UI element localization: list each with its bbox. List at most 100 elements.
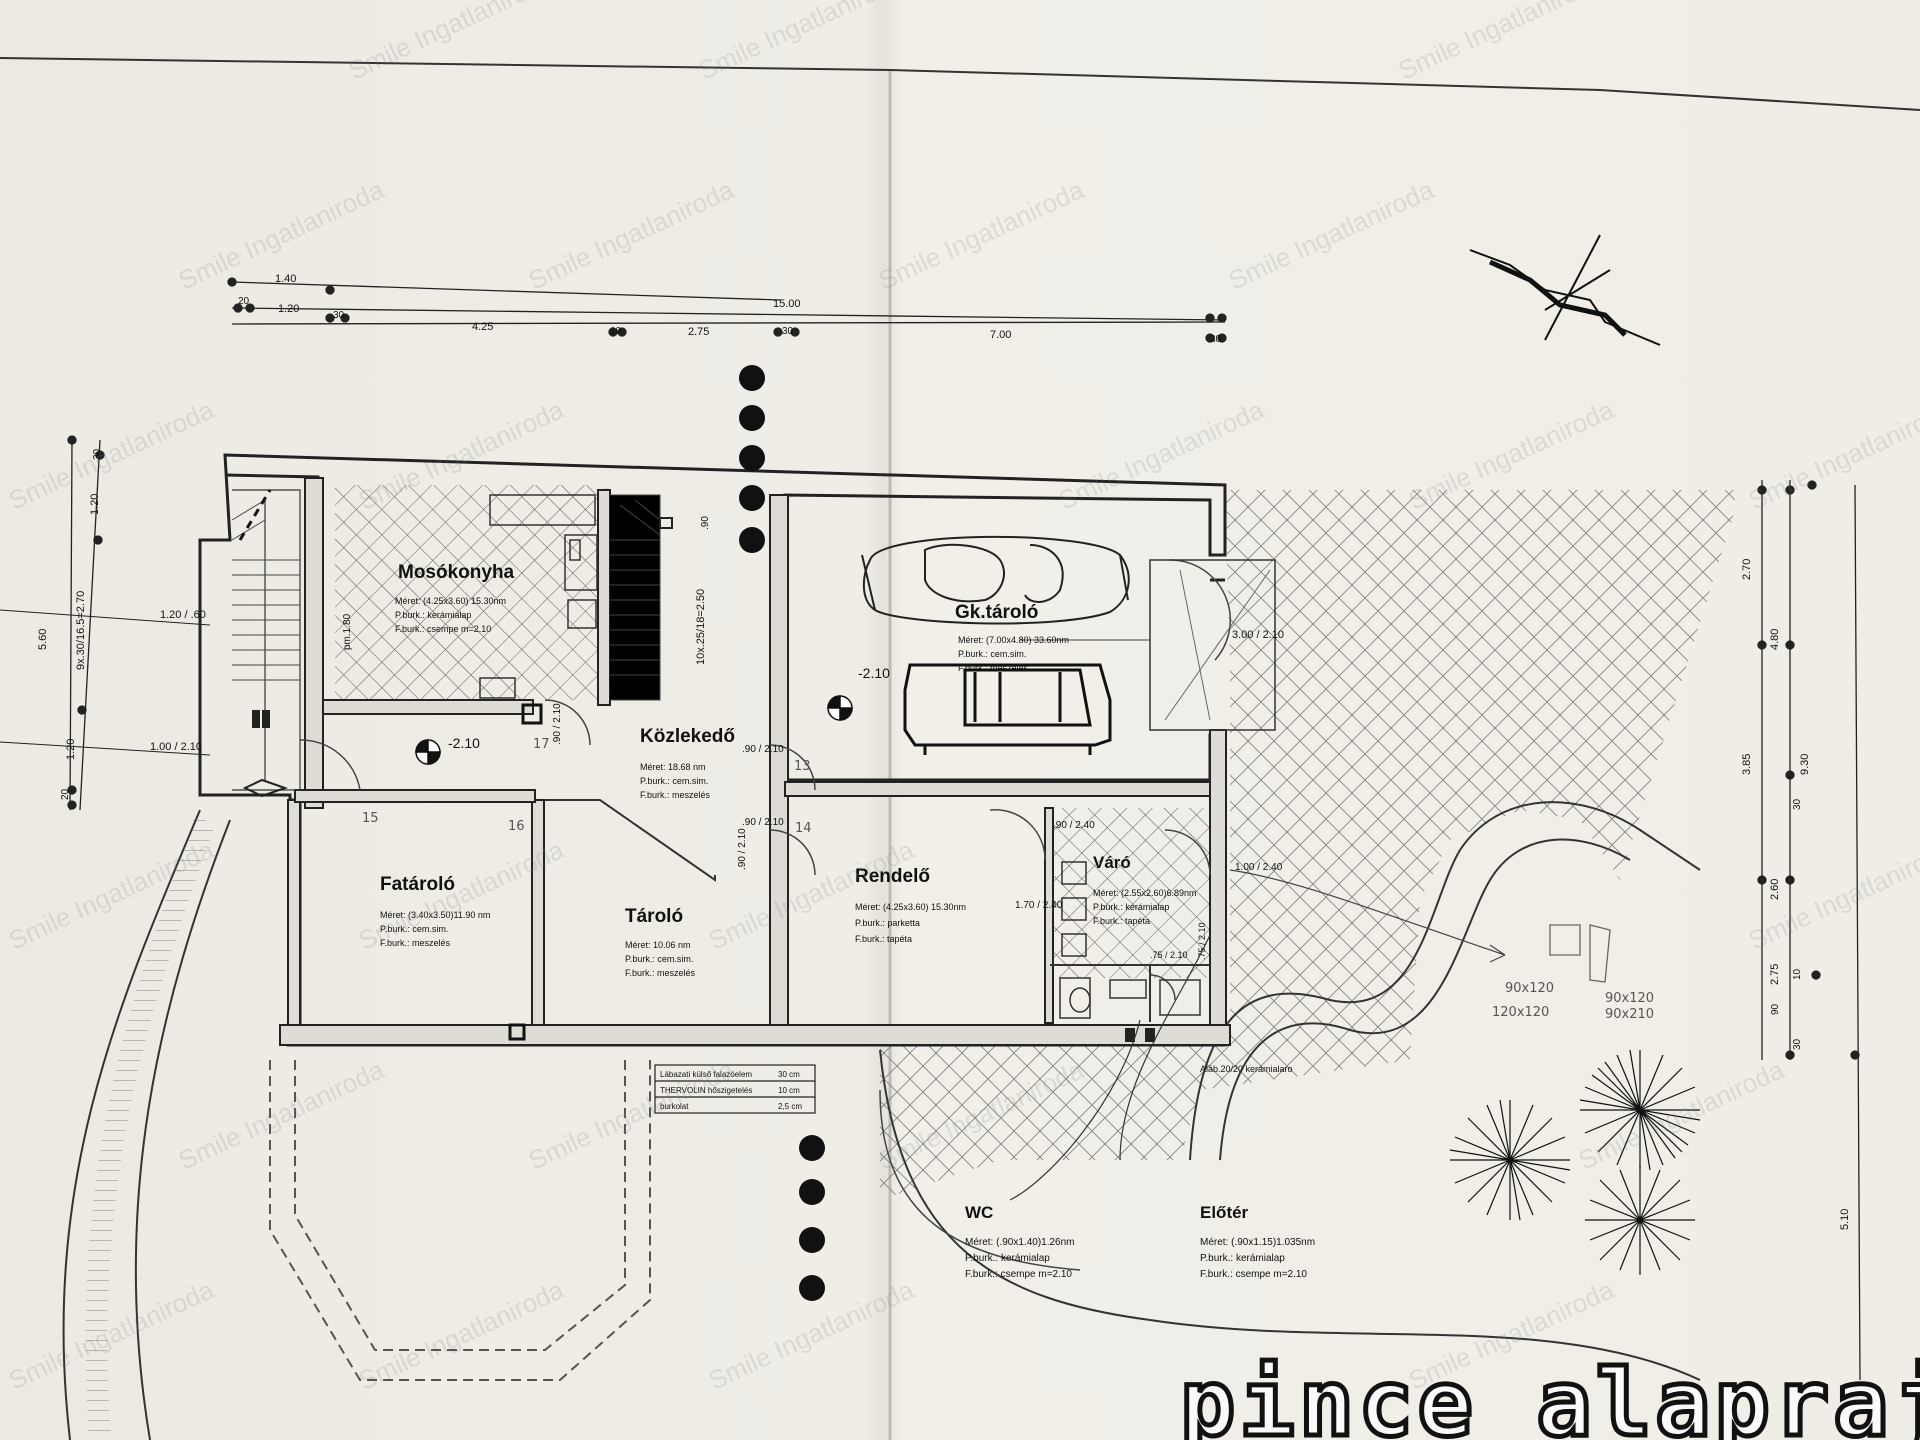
room-fburk-eloter: F.burk.: csempe m=2.10 xyxy=(1200,1269,1307,1280)
dim-right-11: 5.10 xyxy=(1839,1209,1851,1230)
opening-10: 3.00 / 2.10 xyxy=(1232,629,1284,641)
room-name-gk: Gk.tároló xyxy=(955,602,1038,623)
pencil-note-2: 90x120 xyxy=(1605,991,1654,1006)
opening-6: .90 / 2.10 xyxy=(737,828,748,870)
dim-top-h: 7.00 xyxy=(990,329,1011,341)
dim-right-5: 2.60 xyxy=(1769,879,1781,900)
room-size-rendelo: Méret: (4.25x3.60) 15.30nm xyxy=(855,902,966,912)
dim-right-3: 3.85 xyxy=(1741,754,1753,775)
room-name-tarolo: Tároló xyxy=(625,906,683,927)
drawing-title: pince alaprajz xyxy=(1180,1350,1920,1440)
dim-top-a: 20 xyxy=(238,296,250,307)
room-size-varo: Méret: (2.55x2.60)6.89nm xyxy=(1093,888,1197,898)
room-pburk-eloter: P.burk.: kerámialap xyxy=(1200,1253,1285,1264)
stair-note-3: .90 xyxy=(700,516,711,530)
car-top xyxy=(861,535,1130,625)
room-fburk-rendelo: F.burk.: tapéta xyxy=(855,934,912,944)
trees xyxy=(1449,1049,1701,1275)
room-pburk-fatarolo: P.burk.: cem.sim. xyxy=(380,924,448,934)
room-name-mosokonyha: Mosókonyha xyxy=(398,562,515,583)
room-name-eloter: Előtér xyxy=(1200,1203,1249,1222)
stair-note-1: pm.1.80 xyxy=(342,613,353,650)
room-size-wc: Méret: (.90x1.40)1.26nm xyxy=(965,1237,1075,1248)
room-pburk-varo: P.burk.: kerámialap xyxy=(1093,902,1169,912)
opening-8: 1.70 / 2.40 xyxy=(1015,900,1063,911)
opening-12: .75 / 2.10 xyxy=(1197,922,1207,960)
room-size-tarolo: Méret: 10.06 nm xyxy=(625,940,691,950)
dim-right-6: 30 xyxy=(1792,798,1803,810)
varo-tiles xyxy=(1045,808,1220,978)
dim-top-c: 30 xyxy=(333,310,345,321)
room-pburk-tarolo: P.burk.: cem.sim. xyxy=(625,954,693,964)
room-pburk-mosokonyha: P.burk.: kerámialap xyxy=(395,610,471,620)
room-fburk-fatarolo: F.burk.: meszelés xyxy=(380,938,451,948)
dim-left-5: 1.20 xyxy=(65,739,77,760)
room-size-fatarolo: Méret: (3.40x3.50)11.90 nm xyxy=(380,910,490,920)
dim-top-g: 30 xyxy=(782,326,794,337)
level-mark-2: -2.10 xyxy=(858,665,890,681)
room-size-gk: Méret: (7.00x4.80) 33.60nm xyxy=(958,635,1069,645)
pencil-note-5: 13 xyxy=(794,759,811,774)
dim-left-4: 5.60 xyxy=(37,629,49,650)
level-mark-1: -2.10 xyxy=(448,735,480,751)
dim-left-2: 1.20 xyxy=(89,494,101,515)
car-side xyxy=(903,663,1112,755)
dim-right-8: 10 xyxy=(1792,968,1803,980)
room-pburk-wc: P.burk.: kerámialap xyxy=(965,1253,1050,1264)
stair-note-2: 10x.25/18=2.50 xyxy=(695,589,707,665)
pencil-note-3: 120x120 xyxy=(1492,1005,1549,1020)
room-name-fatarolo: Fatároló xyxy=(380,874,455,895)
pencil-note-6: 14 xyxy=(795,821,812,836)
room-pburk-rendelo: P.burk.: parketta xyxy=(855,918,920,928)
opening-2: 1.00 / 2.10 xyxy=(150,741,202,753)
pencil-note-8: 16 xyxy=(508,819,525,834)
legend-value-2: 10 cm xyxy=(778,1086,800,1095)
legend-label-3: burkolat xyxy=(660,1102,689,1111)
pencil-note-9: 17 xyxy=(533,737,550,752)
room-size-eloter: Méret: (.90x1.15)1.035nm xyxy=(1200,1237,1315,1248)
room-name-varo: Váró xyxy=(1093,853,1131,872)
dim-left-1: 30 xyxy=(92,448,103,460)
legend-value-3: 2,5 cm xyxy=(778,1102,802,1111)
legend-label-1: Lábazati külső falazóelem xyxy=(660,1070,752,1079)
dim-top-d: 4.25 xyxy=(472,321,493,333)
dim-top-b: 1.20 xyxy=(278,303,299,315)
room-name-rendelo: Rendelő xyxy=(855,866,930,887)
opening-5: .90 / 2.10 xyxy=(742,817,784,828)
room-fburk-gk: F.burk.: meszelés xyxy=(958,663,1029,673)
room-fburk-varo: F.burk.: tapéta xyxy=(1093,916,1150,926)
dim-left-6: 20 xyxy=(60,788,71,800)
dim-right-10: 30 xyxy=(1792,1038,1803,1050)
dim-left-3: 9x.30/16.5=2.70 xyxy=(75,591,87,670)
room-size-mosokonyha: Méret: (4.25x3.60) 15.30nm xyxy=(395,596,506,606)
opening-11: .75 / 2.10 xyxy=(1150,950,1188,960)
dim-right-9: 90 xyxy=(1770,1003,1781,1015)
dim-top-f: 2.75 xyxy=(688,326,709,338)
room-name-wc: WC xyxy=(965,1203,993,1222)
room-name-kozleked: Közlekedő xyxy=(640,726,735,747)
room-fburk-wc: F.burk.: csempe m=2.10 xyxy=(965,1269,1072,1280)
north-arrow-icon xyxy=(1469,234,1661,346)
room-size-kozleked: Méret: 18.68 nm xyxy=(640,762,706,772)
dim-right-1: 2.70 xyxy=(1741,559,1753,580)
legend-value-1: 30 cm xyxy=(778,1070,800,1079)
room-fburk-mosokonyha: F.burk.: csempe m=2.10 xyxy=(395,624,491,634)
terrace-note: Aláb.20/20 kerámialaro xyxy=(1200,1064,1293,1074)
room-fburk-kozleked: F.burk.: meszelés xyxy=(640,790,711,800)
room-fburk-tarolo: F.burk.: meszelés xyxy=(625,968,696,978)
pencil-note-4: 90x210 xyxy=(1605,1007,1654,1022)
legend-label-2: THERVOLIN hőszigetelés xyxy=(660,1086,752,1095)
dim-top-i: 30 xyxy=(1210,334,1222,345)
opening-7: .90 / 2.40 xyxy=(1053,820,1095,831)
dim-right-2: 4.80 xyxy=(1769,629,1781,650)
dim-top-total: 15.00 xyxy=(773,298,801,310)
dim-right-7: 2.75 xyxy=(1769,964,1781,985)
opening-3: .90 / 2.10 xyxy=(552,703,563,745)
dim-top-e: 10 xyxy=(610,326,622,337)
mosokonyha-tiles xyxy=(335,485,607,700)
pencil-note-1: 90x120 xyxy=(1505,981,1554,996)
room-pburk-gk: P.burk.: cem.sim. xyxy=(958,649,1026,659)
room-pburk-kozleked: P.burk.: cem.sim. xyxy=(640,776,708,786)
dim-right-4: 9.30 xyxy=(1799,754,1811,775)
